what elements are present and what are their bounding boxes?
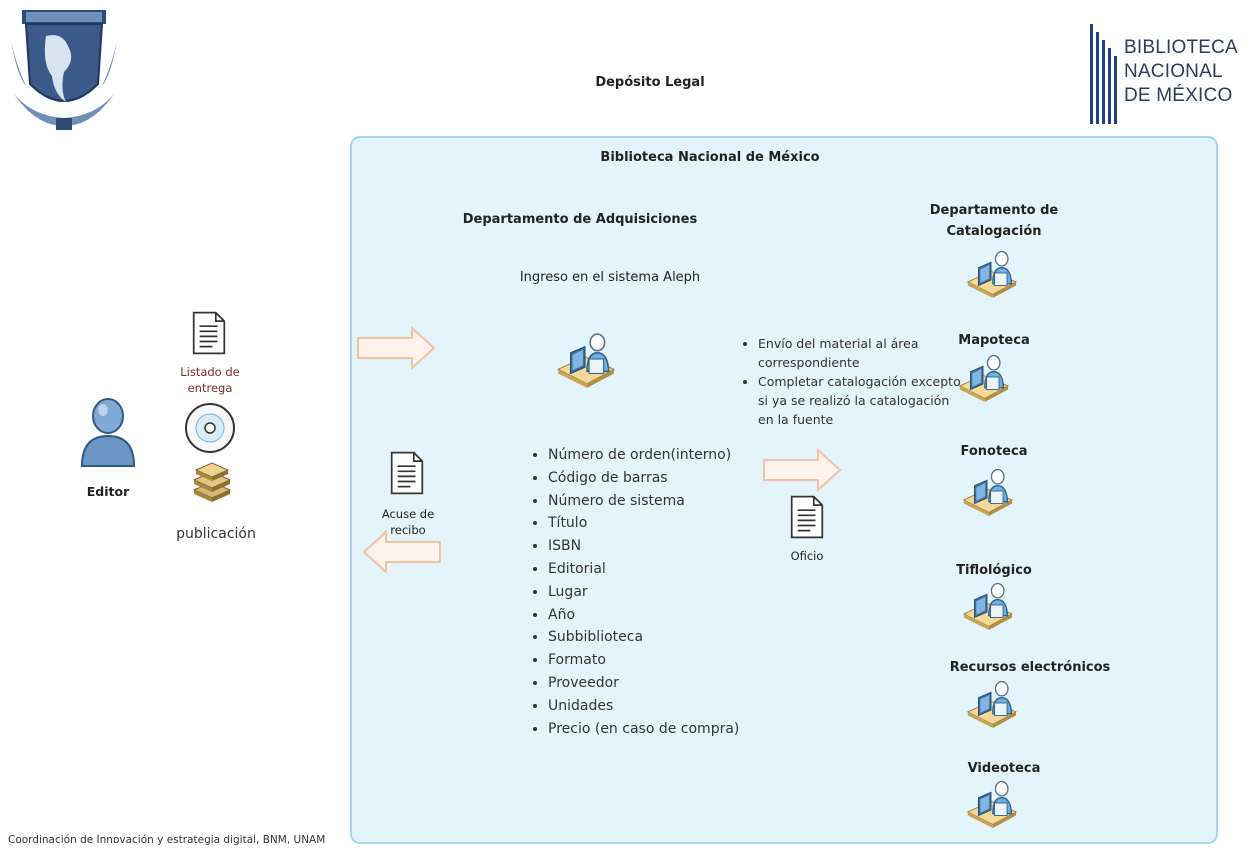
ingreso-label: Ingreso en el sistema Aleph (519, 270, 701, 285)
area-tiflologico-label: Tiflológico (956, 563, 1032, 578)
notes-list: Envío del material al área correspondien… (734, 334, 968, 429)
acquisitions-title: Departamento de Adquisiciones (462, 212, 698, 227)
acuse-label: Acuse de recibo (381, 507, 435, 537)
list-item: Número de orden(interno) (548, 444, 739, 467)
listado-label: Listado de entrega (180, 365, 240, 395)
list-item: Precio (en caso de compra) (548, 718, 739, 741)
container-title: Biblioteca Nacional de México (600, 150, 820, 165)
acuse-document-icon (390, 450, 424, 496)
list-item: Título (548, 512, 739, 535)
bnm-logo: BIBLIOTECA NACIONAL DE MÉXICO (1088, 18, 1248, 128)
editor-label: Editor (86, 484, 130, 499)
workstation-user-icon (960, 466, 1014, 516)
list-item: Unidades (548, 695, 739, 718)
note-item: Completar catalogación excepto si ya se … (758, 372, 968, 429)
workstation-user-icon (554, 330, 616, 388)
oficio-document-icon (790, 494, 824, 540)
list-item: Editorial (548, 558, 739, 581)
bnm-container (350, 136, 1218, 844)
list-item: Código de barras (548, 467, 739, 490)
arrow-out-icon (762, 448, 842, 492)
area-videoteca-label: Videoteca (967, 761, 1041, 776)
footer-text: Coordinación de Innovación y estrategia … (8, 834, 326, 846)
workstation-user-icon (964, 248, 1018, 298)
list-item: Lugar (548, 581, 739, 604)
area-mapoteca-label: Mapoteca (958, 333, 1030, 348)
document-icon (192, 310, 226, 356)
list-item: Año (548, 604, 739, 627)
workstation-user-icon (964, 678, 1018, 728)
arrow-in-icon (356, 326, 436, 370)
list-item: Proveedor (548, 672, 739, 695)
fields-list: Número de orden(interno) Código de barra… (524, 444, 739, 740)
note-item: Envío del material al área correspondien… (758, 334, 968, 372)
list-item: Subbiblioteca (548, 626, 739, 649)
list-item: Formato (548, 649, 739, 672)
workstation-user-icon (960, 580, 1014, 630)
list-item: ISBN (548, 535, 739, 558)
unam-logo (6, 6, 122, 132)
area-fonoteca-label: Fonoteca (960, 444, 1028, 459)
oficio-label: Oficio (790, 549, 824, 563)
bnm-logo-line-1: BIBLIOTECA (1124, 37, 1238, 58)
page-title: Depósito Legal (595, 75, 705, 90)
editor-user-icon (80, 398, 136, 467)
bnm-logo-line-2: NACIONAL (1124, 61, 1223, 82)
workstation-user-icon (956, 352, 1010, 402)
area-recursos-label: Recursos electrónicos (949, 660, 1111, 675)
books-stack-icon (192, 462, 232, 502)
publicacion-label: publicación (176, 526, 256, 542)
area-catalogacion-label: Departamento de Catalogación (929, 203, 1059, 239)
list-item: Número de sistema (548, 490, 739, 513)
bnm-logo-line-3: DE MÉXICO (1124, 85, 1233, 106)
workstation-user-icon (964, 778, 1018, 828)
cd-icon (185, 403, 235, 453)
